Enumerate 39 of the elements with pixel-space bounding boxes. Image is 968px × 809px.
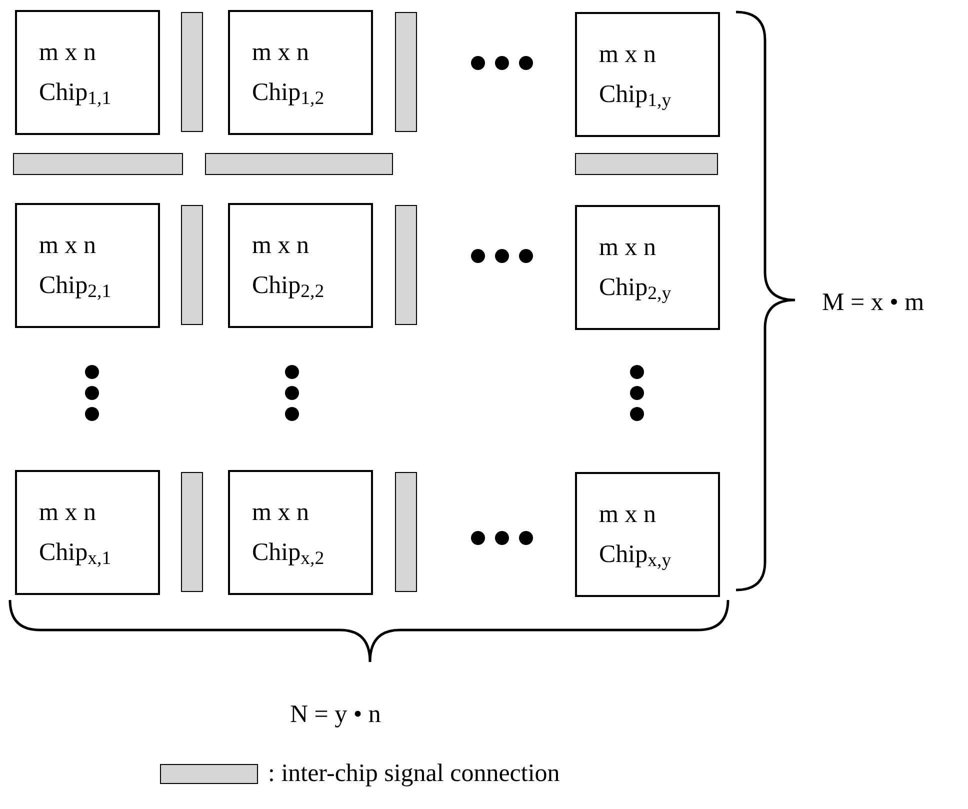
chip-label: m x n xyxy=(599,40,657,68)
chip-label: Chip$_{x,y}$ xyxy=(599,540,672,568)
chip-box xyxy=(575,472,720,597)
chip-label: Chip$_{1,1}$ xyxy=(39,78,112,106)
legend-text: : inter-chip signal connection xyxy=(268,760,560,788)
signal-connection-bar xyxy=(395,205,417,325)
chip-label: m x n xyxy=(599,500,657,528)
chip-box xyxy=(575,12,720,137)
chip-label: Chip$_{1,2}$ xyxy=(252,78,326,106)
chip-label: m x n xyxy=(252,38,310,66)
signal-connection-bar xyxy=(181,12,203,132)
signal-connection-bar xyxy=(13,153,183,175)
chip-label: Chip$_{1,y}$ xyxy=(599,80,672,108)
chip-label: m x n xyxy=(599,234,657,262)
chip-box xyxy=(575,205,720,330)
signal-connection-bar xyxy=(575,153,718,175)
chip-label: m x n xyxy=(252,232,310,260)
chip-box xyxy=(228,10,373,135)
chip-label: Chip$_{x,2}$ xyxy=(252,538,326,566)
chip-label: Chip$_{2,1}$ xyxy=(39,272,112,300)
dimension-label: N = y • n xyxy=(290,700,381,730)
chip-label: m x n xyxy=(252,498,310,526)
signal-connection-bar xyxy=(181,472,203,592)
signal-connection-bar xyxy=(395,12,417,132)
chip-label: m x n xyxy=(39,232,97,260)
chip-label: m x n xyxy=(39,38,97,66)
chip-label: Chip$_{x,1}$ xyxy=(39,538,112,566)
chip-box xyxy=(15,470,160,595)
chip-box xyxy=(15,10,160,135)
signal-connection-bar xyxy=(395,472,417,592)
signal-connection-bar xyxy=(181,205,203,325)
signal-connection-bar xyxy=(205,153,393,175)
chip-label: m x n xyxy=(39,498,97,526)
chip-box xyxy=(228,470,373,595)
chip-label: Chip$_{2,2}$ xyxy=(252,272,326,300)
chip-box xyxy=(15,203,160,328)
chip-box xyxy=(228,203,373,328)
chip-label: Chip$_{2,y}$ xyxy=(599,274,672,302)
dimension-label: M = x • m xyxy=(822,288,924,318)
